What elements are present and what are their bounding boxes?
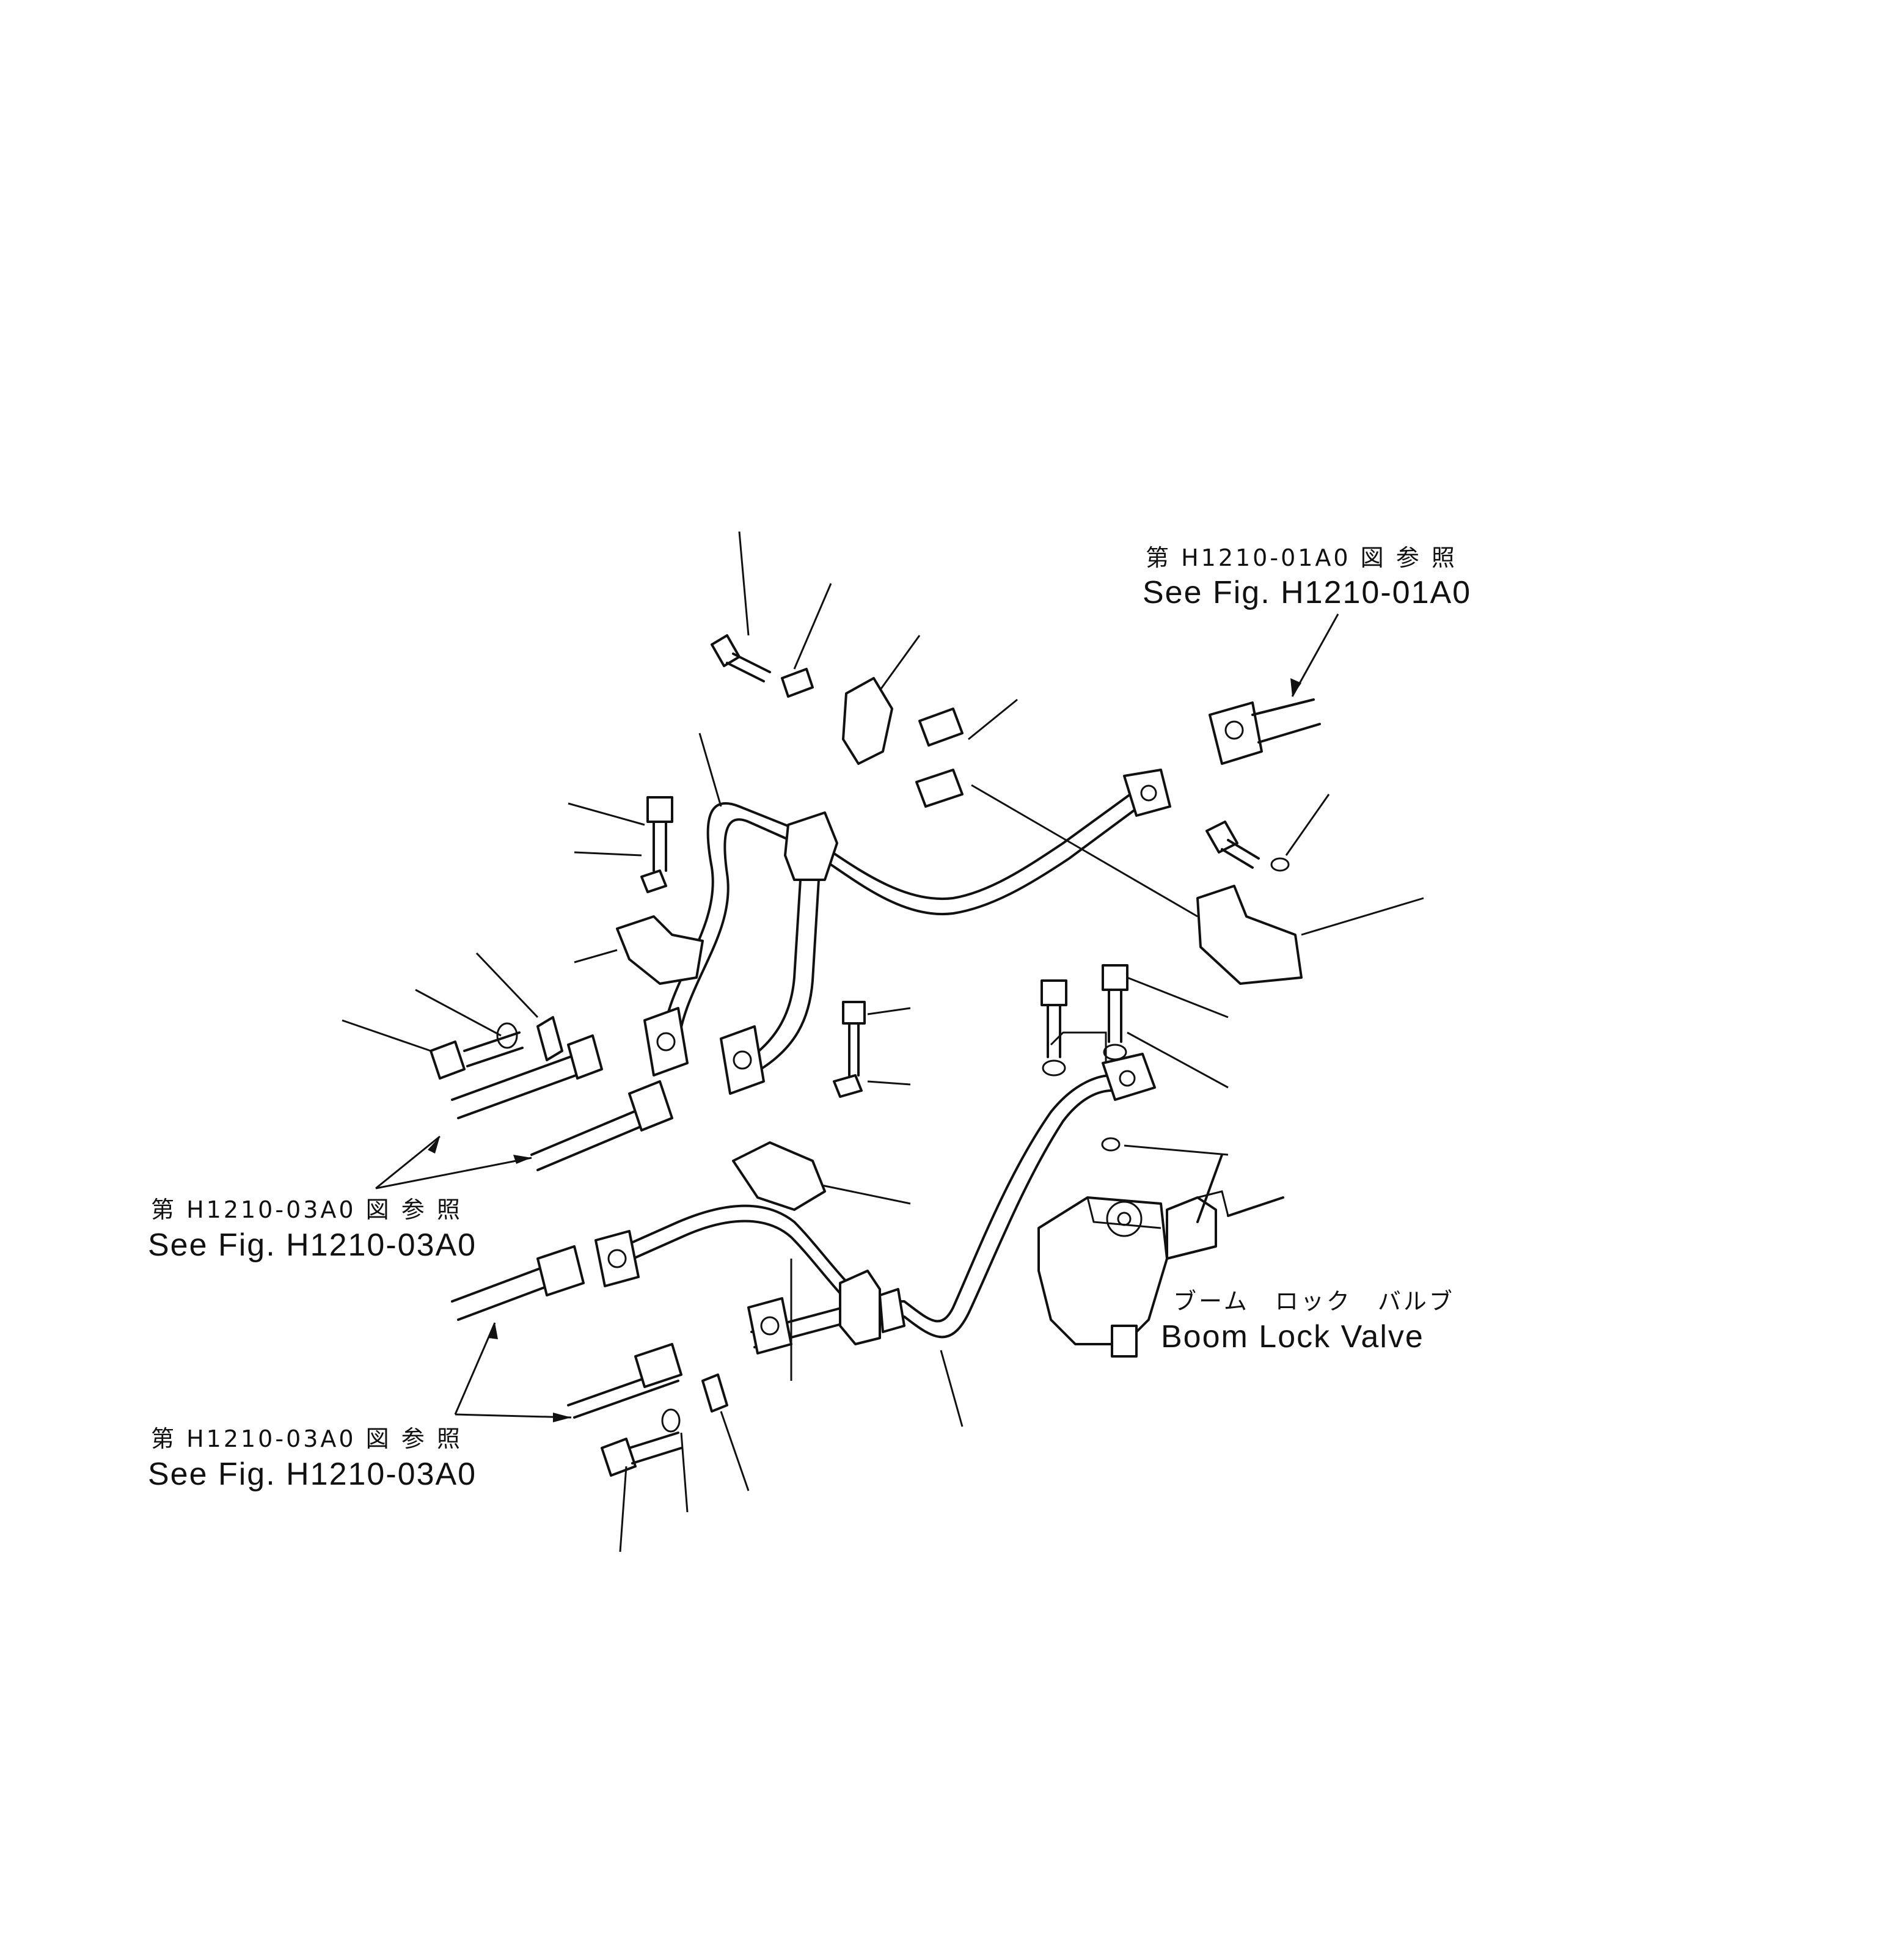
- ref-mid-left-en: See Fig. H1210-03A0: [148, 1227, 477, 1263]
- upper-flange-mid: [720, 1025, 765, 1095]
- hose-stubs: [451, 1034, 1284, 1419]
- reference-arrows: [375, 613, 1339, 1422]
- component-label-jp: ブーム ロック バルブ: [1173, 1288, 1455, 1315]
- lower-tube-assembly: [594, 1031, 1156, 1355]
- ref-top-right-en: See Fig. H1210-01A0: [1143, 575, 1472, 610]
- upper-tube-assembly: [643, 769, 1171, 1095]
- lower-flange-left: [594, 1230, 640, 1287]
- leader-lines: [342, 531, 1424, 1552]
- hardware: [430, 634, 1321, 1477]
- upper-flange-left: [643, 1007, 689, 1077]
- ref-bottom-left-en: See Fig. H1210-03A0: [148, 1457, 477, 1492]
- lower-flange-mid: [747, 1297, 792, 1355]
- ref-mid-left-jp: 第 H1210-03A0 図 参 照: [151, 1196, 463, 1223]
- component-label-en: Boom Lock Valve: [1161, 1319, 1424, 1355]
- ref-top-right-jp: 第 H1210-01A0 図 参 照: [1146, 544, 1457, 571]
- boom-lock-valve-drawing: [1037, 1137, 1229, 1358]
- ref-bottom-left-jp: 第 H1210-03A0 図 参 照: [151, 1425, 463, 1452]
- upper-flange-right: [1123, 769, 1171, 817]
